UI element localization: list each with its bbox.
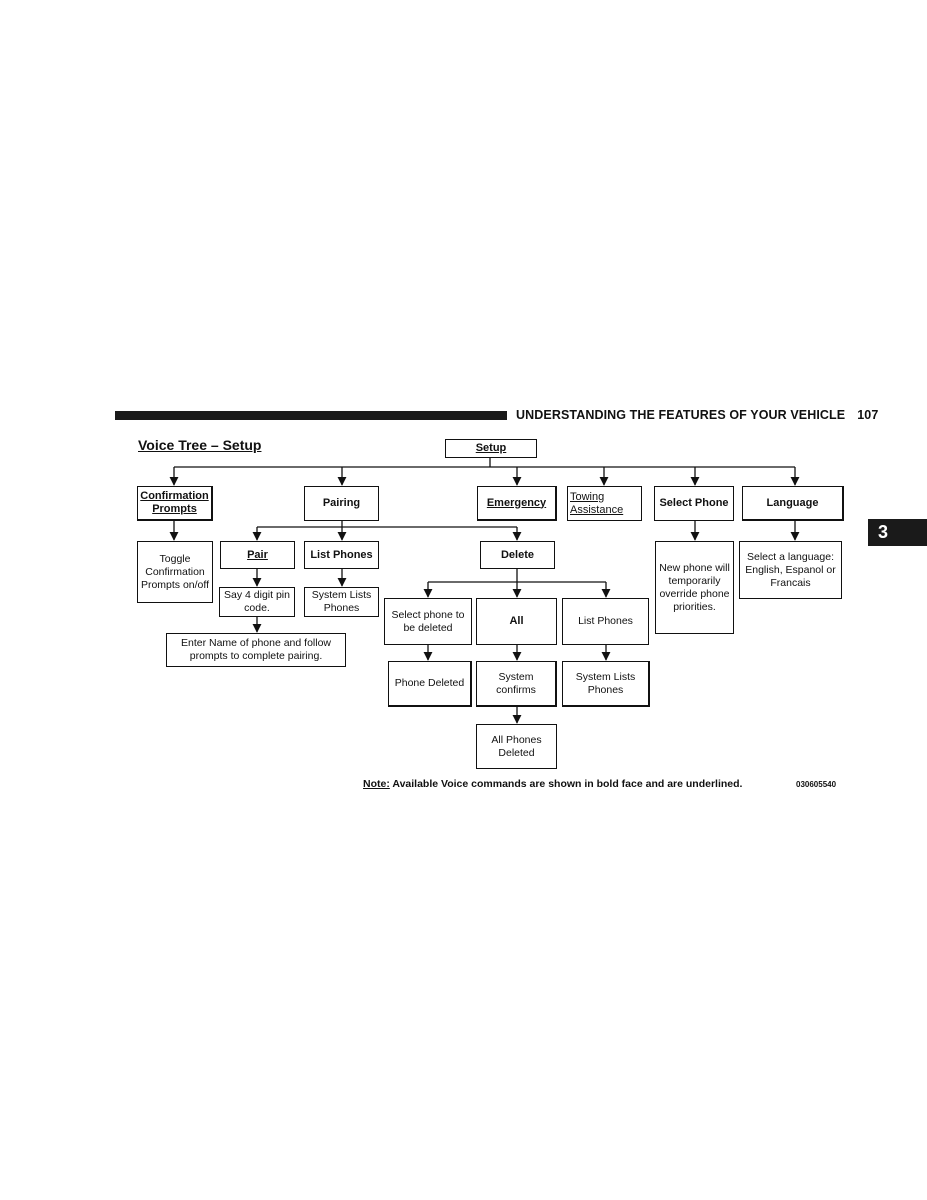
enter-name-node: Enter Name of phone and follow prompts t… [166, 633, 346, 667]
language-node: Language [742, 486, 844, 521]
system-lists-phones-2-node: System Lists Phones [562, 661, 650, 707]
pairing-node: Pairing [304, 486, 379, 521]
setup-node: Setup [445, 439, 537, 458]
legend-note: Note: Available Voice commands are shown… [363, 778, 742, 790]
list-phones-pairing-node: List Phones [304, 541, 379, 569]
phone-deleted-node: Phone Deleted [388, 661, 472, 707]
new-phone-override-node: New phone will temporarily override phon… [655, 541, 734, 634]
page-header: UNDERSTANDING THE FEATURES OF YOUR VEHIC… [516, 408, 878, 422]
pair-node: Pair [220, 541, 295, 569]
towing-assistance-node: Towing Assistance [567, 486, 642, 521]
note-text: Available Voice commands are shown in bo… [389, 778, 743, 790]
select-phone-node: Select Phone [654, 486, 734, 521]
page-number: 107 [857, 408, 879, 422]
figure-code: 030605540 [796, 780, 837, 789]
diagram-title: Voice Tree – Setup [138, 437, 262, 453]
toggle-confirmation-node: Toggle Confirmation Prompts on/off [137, 541, 213, 603]
confirmation-prompts-node: Confirmation Prompts [137, 486, 213, 521]
all-node: All [476, 598, 557, 645]
select-language-node: Select a language: English, Espanol or F… [739, 541, 842, 599]
select-phone-delete-node: Select phone to be deleted [384, 598, 472, 645]
system-lists-phones-1-node: System Lists Phones [304, 587, 379, 617]
header-rule [115, 411, 507, 420]
say-pin-node: Say 4 digit pin code. [219, 587, 295, 617]
all-phones-deleted-node: All Phones Deleted [476, 724, 557, 769]
emergency-node: Emergency [477, 486, 557, 521]
system-confirms-node: System confirms [476, 661, 557, 707]
delete-node: Delete [480, 541, 555, 569]
list-phones-delete-node: List Phones [562, 598, 649, 645]
note-label: Note: [363, 778, 390, 790]
section-title: UNDERSTANDING THE FEATURES OF YOUR VEHIC… [516, 408, 846, 422]
chapter-tab: 3 [868, 519, 927, 546]
